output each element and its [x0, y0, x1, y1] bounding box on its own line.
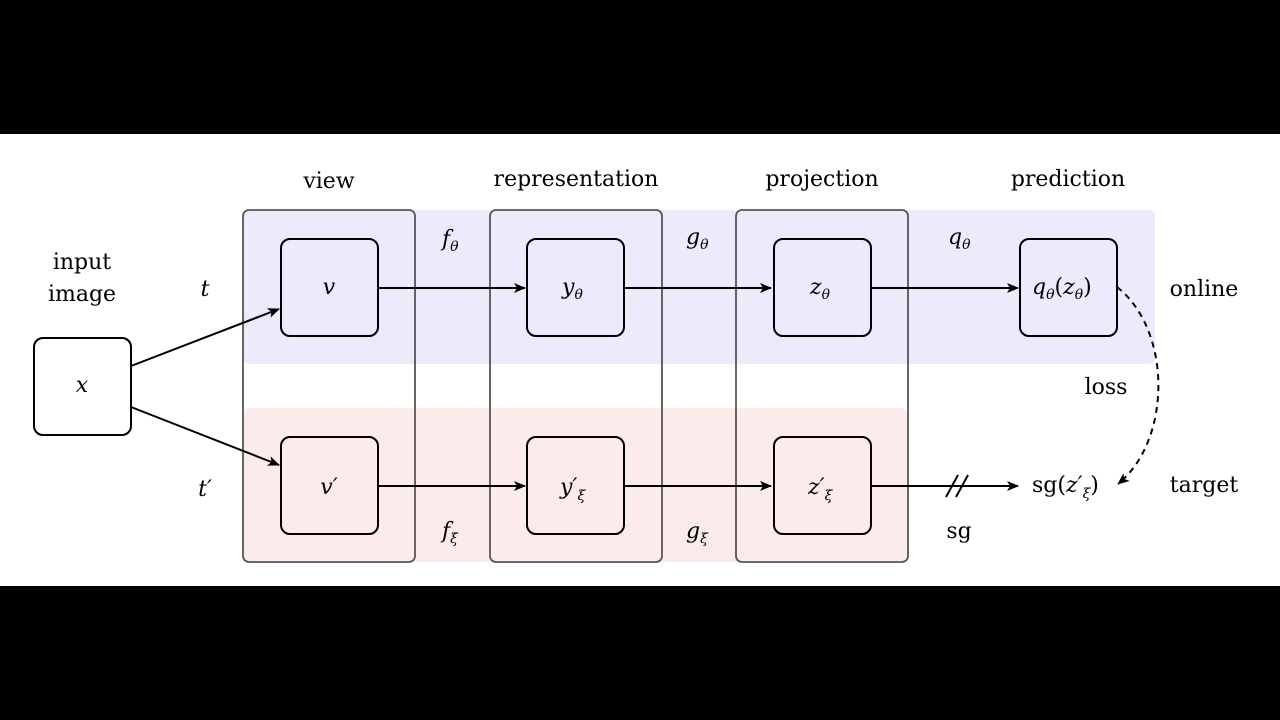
online-q-label: qθ [948, 225, 971, 253]
online-rep-node-symbol: yθ [561, 275, 583, 303]
column-header-view: view [302, 169, 354, 194]
online-view-node-symbol: v [323, 275, 336, 300]
stop-gradient-slash-1 [945, 474, 959, 498]
column-header-representation: representation [494, 167, 659, 192]
target-sg-label: sg [946, 519, 971, 544]
target-row-label: target [1170, 473, 1239, 498]
target-sg-node: sg(z′ξ) [1032, 473, 1099, 502]
online-g-label: gθ [686, 225, 709, 253]
projection-group-frame [735, 209, 909, 563]
loss-dashed-arrow [1116, 286, 1160, 485]
loss-label: loss [1085, 375, 1128, 400]
input-node-symbol: x [76, 373, 89, 398]
column-header-prediction: prediction [1011, 167, 1125, 192]
input-label-line2: image [48, 282, 116, 307]
view-group-frame [242, 209, 416, 563]
column-header-projection: projection [765, 167, 878, 192]
target-rep-node-symbol: y′ξ [559, 475, 586, 504]
input-node [33, 337, 132, 436]
target-g-label: gξ [686, 519, 709, 547]
target-proj-node-symbol: z′ξ [807, 475, 834, 504]
representation-group-frame [489, 209, 663, 563]
input-to-target-view-arrow [130, 406, 280, 466]
input-label-line1: input [53, 250, 111, 275]
target-view-node-symbol: v′ [320, 475, 337, 500]
stop-gradient-slash-2 [955, 474, 969, 498]
target-aug-label: t′ [198, 477, 212, 502]
online-row-label: online [1170, 277, 1239, 302]
online-pred-node-symbol: qθ(zθ) [1032, 275, 1092, 303]
input-to-online-view-arrow [130, 308, 280, 367]
online-proj-node-symbol: zθ [809, 275, 831, 303]
online-aug-label: t [201, 277, 210, 302]
